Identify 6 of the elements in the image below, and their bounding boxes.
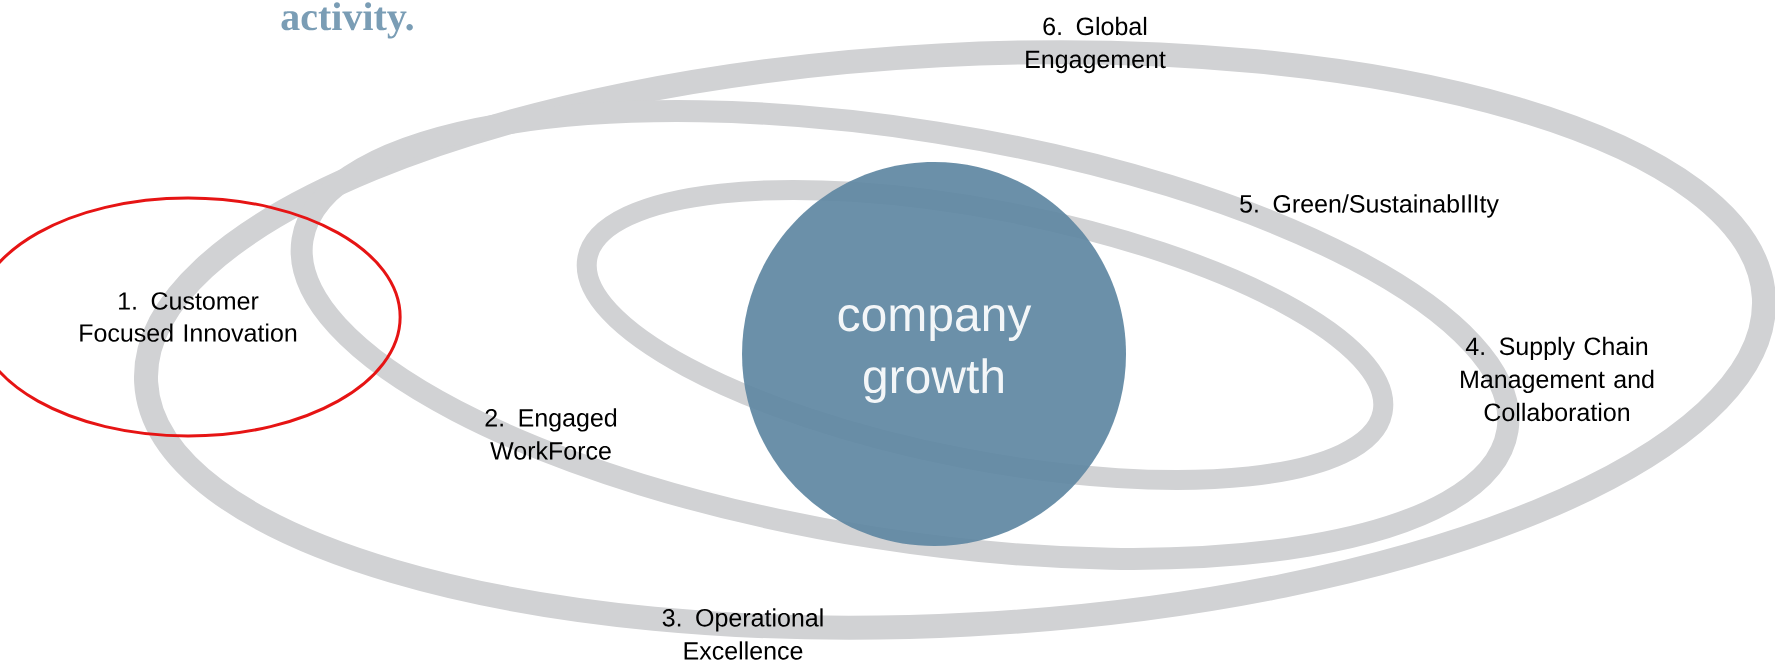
title: activity. — [281, 2, 413, 39]
ring-label: 2. Engaged WorkForce — [485, 408, 617, 460]
ring-label: 5. Green/SustainabIlIty — [1240, 194, 1499, 218]
ring-label: 3. Operational Excellence — [662, 608, 823, 660]
ring-label: 6. Global Engagement — [1026, 16, 1166, 74]
ring-label: 4. Supply Chain Management and Collaboration — [1461, 336, 1654, 422]
